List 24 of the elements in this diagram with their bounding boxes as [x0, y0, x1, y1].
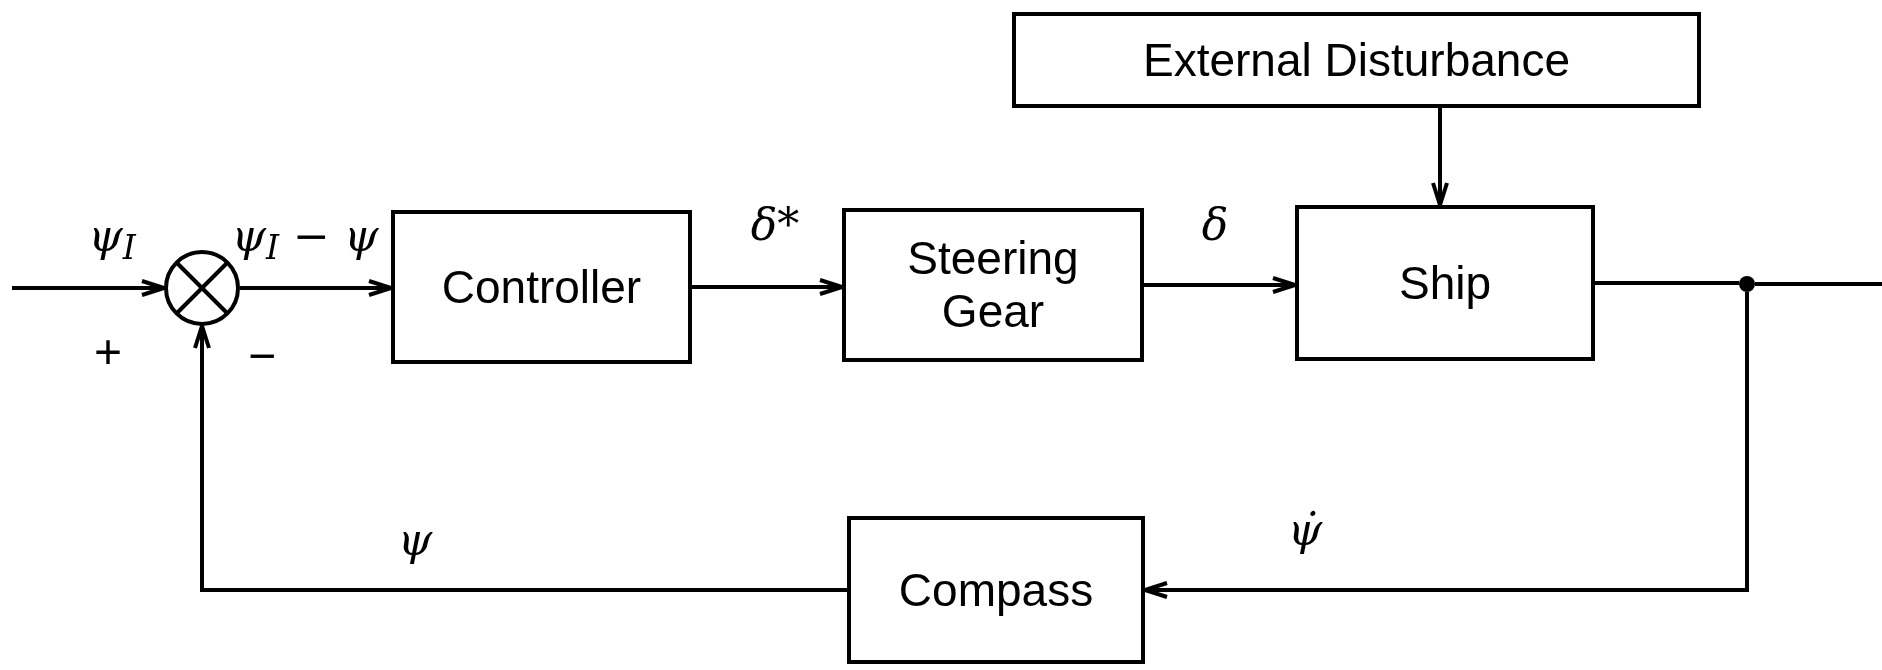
- block-label: Ship: [1397, 256, 1493, 310]
- signal-label: ψ̇: [1287, 508, 1323, 552]
- signal-label: δ: [1201, 203, 1229, 247]
- block-box: [847, 516, 1145, 664]
- block-label: Controller: [440, 260, 643, 314]
- sign-label: +: [94, 328, 122, 376]
- arrow: [12, 279, 166, 297]
- block-label: Compass: [897, 563, 1095, 617]
- arrow: [692, 278, 844, 296]
- signal-label: ψ$_{I}$: [88, 214, 136, 258]
- sign-label: −: [248, 332, 276, 380]
- block-box: [391, 210, 692, 364]
- block-box: [1295, 205, 1595, 361]
- signal-label: ψ: [397, 518, 433, 562]
- block-label: Steering Gear: [906, 232, 1080, 338]
- block-label: External Disturbance: [1142, 33, 1571, 87]
- arrow: [1431, 108, 1449, 207]
- arrow: [1144, 276, 1297, 294]
- arrow: [193, 324, 847, 592]
- signal-label: ψ$_{I}$ − ψ: [231, 214, 379, 258]
- arrow: [240, 279, 393, 297]
- signal-label: δ*: [750, 203, 800, 247]
- block-box: [842, 208, 1144, 362]
- block-box: [1012, 12, 1701, 108]
